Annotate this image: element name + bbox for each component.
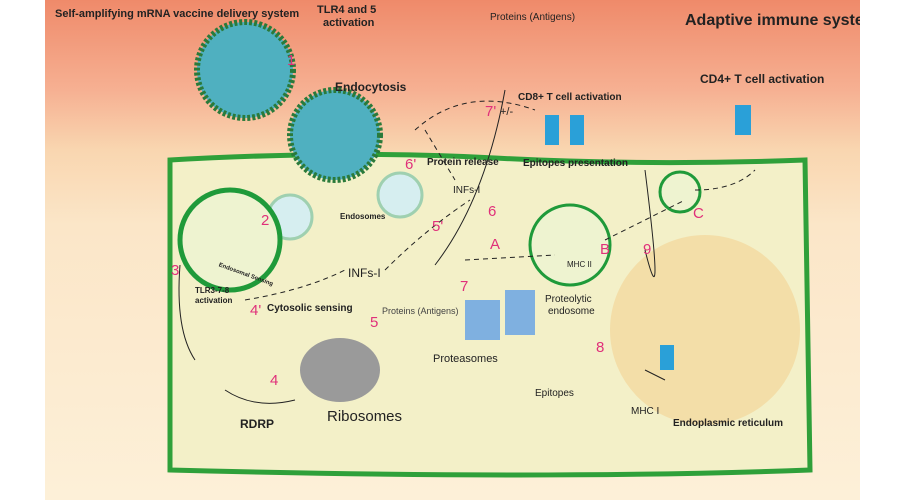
label-proteins-top: Proteins (Antigens): [490, 12, 576, 23]
label-proteasomes: Proteasomes: [433, 353, 498, 365]
step-9: 9: [643, 241, 652, 258]
label-tlr45: TLR4 and 5: [317, 4, 377, 16]
label-adaptive: Adaptive immune system: [685, 12, 860, 29]
label-protein-release: Protein release: [427, 157, 499, 168]
proteolytic-endosome: [528, 203, 612, 287]
proteasomes: [465, 290, 535, 340]
step-3: 3: [171, 262, 180, 279]
label-tlr378-b: activation: [195, 296, 233, 305]
label-cytosolic: Cytosolic sensing: [267, 303, 353, 314]
step-1: 1: [287, 52, 296, 69]
step-4: 4: [270, 372, 279, 389]
solid-arrows: [178, 89, 666, 404]
label-cd4: CD4+ T cell activation: [700, 72, 825, 86]
step-7p: 7': [485, 103, 497, 120]
label-tlr45-b: activation: [323, 17, 375, 29]
step-C: C: [693, 205, 704, 222]
wavy-arrows: [244, 100, 756, 301]
label-proteins-mid: Proteins (Antigens): [382, 306, 459, 316]
label-infs-2: INFs-I: [348, 266, 381, 280]
step-B: B: [600, 241, 611, 258]
step-4p: 4': [250, 302, 262, 319]
step-6p: 6': [405, 156, 417, 173]
nucleus: [610, 235, 800, 425]
step-7: 7: [460, 278, 469, 295]
diagram: Self-amplifying mRNA vaccine delivery sy…: [45, 0, 860, 500]
label-mhc2: MHC II: [567, 260, 592, 269]
title: Self-amplifying mRNA vaccine delivery sy…: [55, 8, 300, 20]
mhc2-vesicle: [658, 170, 702, 214]
label-er: Endoplasmic reticulum: [673, 418, 784, 429]
endosome: [376, 171, 424, 219]
step-8: 8: [596, 339, 605, 356]
label-mhc1: MHC I: [631, 406, 660, 417]
label-tlr378: TLR3-7-8: [195, 286, 230, 295]
label-rdrp: RDRP: [240, 417, 275, 431]
step-6: 6: [488, 203, 497, 220]
diagram-graphics: [167, 19, 813, 478]
label-proteolytic: Proteolytic: [545, 294, 592, 305]
step-A: A: [490, 236, 501, 253]
label-endocytosis: Endocytosis: [335, 80, 407, 94]
label-epitopes-presentation: Epitopes presentation: [523, 158, 629, 169]
label-cd8: CD8+ T cell activation: [518, 92, 622, 103]
label-epitopes: Epitopes: [535, 388, 574, 399]
label-endosomes: Endosomes: [340, 212, 386, 221]
lnp-vesicle-endocytosis: [287, 87, 383, 183]
endosomal-sensing-vesicle: [177, 187, 283, 293]
label-ribosomes: Ribosomes: [327, 408, 403, 425]
lnp-vesicle-top: [194, 19, 296, 121]
label-infs-1: INFs-I: [453, 185, 481, 196]
step-5p: 5': [432, 218, 444, 235]
step-2: 2: [261, 212, 270, 229]
step-5: 5: [370, 314, 379, 331]
label-plusminus: +/-: [500, 106, 514, 118]
ribosome: [300, 338, 380, 402]
mhc-receptors: [545, 105, 751, 370]
label-proteolytic-b: endosome: [548, 306, 595, 317]
